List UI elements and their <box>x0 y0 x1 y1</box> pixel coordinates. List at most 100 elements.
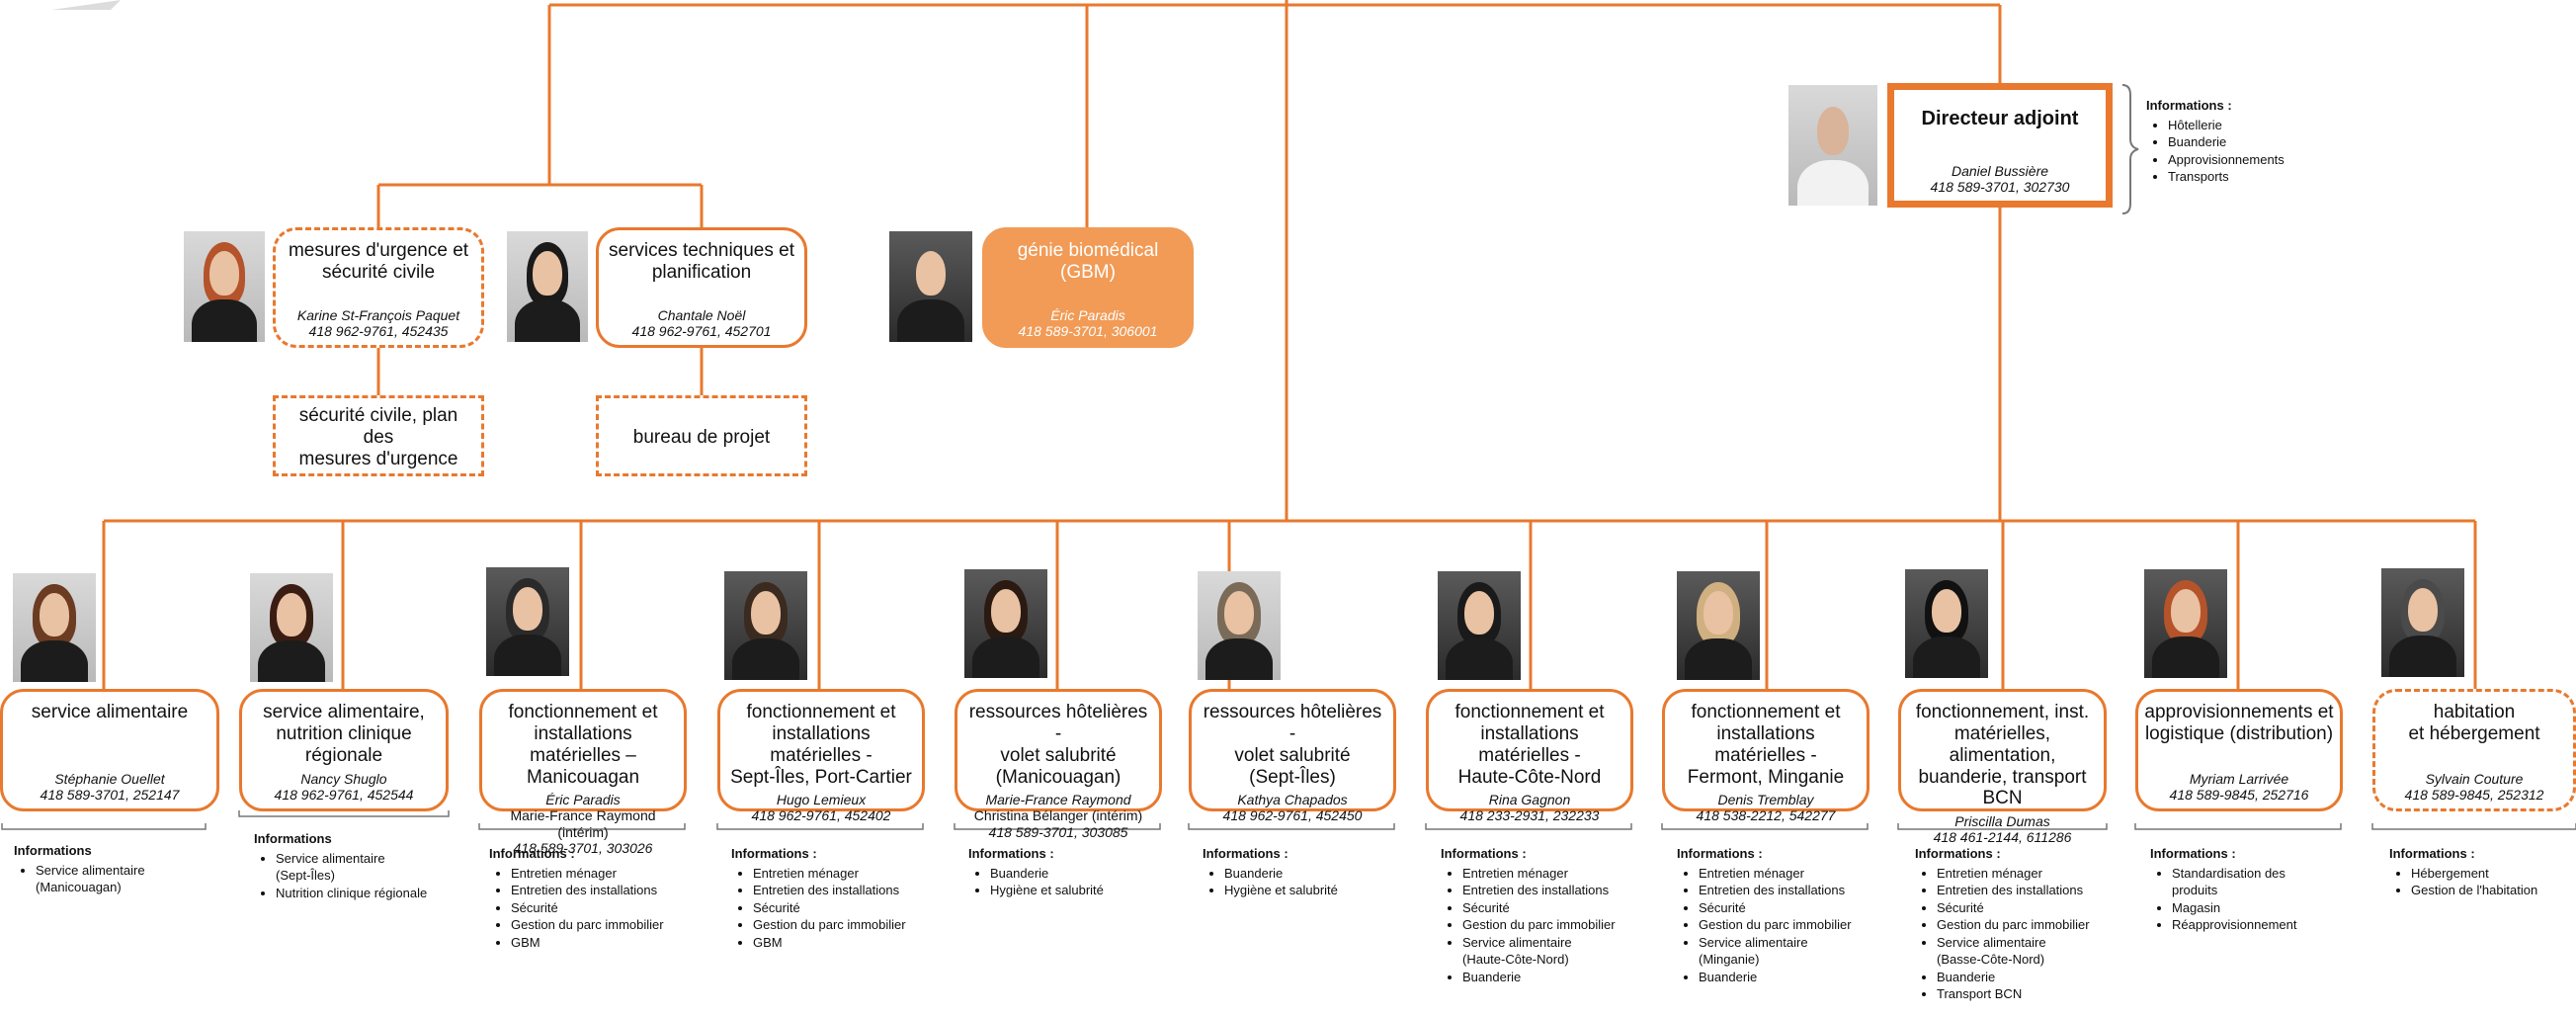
service-info: Informations :Entretien ménagerEntretien… <box>489 845 664 951</box>
director-box[interactable]: Directeur adjoint Daniel Bussière 418 58… <box>1887 83 2113 208</box>
service-title: service alimentaire, nutrition clinique … <box>263 702 425 766</box>
corner-decoration <box>51 0 121 10</box>
service-phone: 418 589-9845, 252312 <box>2404 786 2544 803</box>
service-box[interactable]: fonctionnement et installations matériel… <box>479 689 687 856</box>
service-box[interactable]: ressources hôtelières - volet salubrité … <box>955 689 1162 840</box>
info-item: Buanderie <box>1462 969 1616 986</box>
service-person: Sylvain Couture <box>2425 770 2524 787</box>
service-info: Informations :BuanderieHygiène et salubr… <box>968 845 1104 899</box>
unit-title: services techniques et planification <box>609 240 794 283</box>
service-person: Stéphanie Ouellet <box>54 770 165 787</box>
director-photo <box>1788 85 1877 206</box>
service-box[interactable]: fonctionnement et installations matériel… <box>1662 689 1870 823</box>
info-item: Entretien ménager <box>1937 865 2090 883</box>
info-item: Sécurité <box>1937 899 2090 917</box>
info-title: Informations : <box>2389 846 2475 861</box>
service-interim: Marie-France Raymond (intérim) <box>510 807 656 840</box>
info-title: Informations : <box>1677 846 1763 861</box>
info-item: Service alimentaire (Minganie) <box>1699 934 1852 969</box>
service-info: Informations : HébergementGestion de l'ha… <box>2389 845 2537 899</box>
unit-photo <box>889 231 972 342</box>
service-photo <box>1677 571 1760 680</box>
service-box[interactable]: approvisionnements et logistique (distri… <box>2135 689 2343 811</box>
unit-box-services-techniques[interactable]: services techniques et planification Cha… <box>596 227 807 348</box>
service-title: ressources hôtelières - volet salubrité … <box>1203 702 1382 788</box>
service-photo <box>1198 571 1281 680</box>
service-photo <box>964 569 1047 678</box>
service-person: Kathya Chapados <box>1237 792 1348 808</box>
info-title: Informations <box>254 831 332 846</box>
info-item: GBM <box>753 934 906 952</box>
service-phone: 418 461-2144, 611286 <box>1933 829 2072 846</box>
info-item: Gestion de l'habitation <box>2411 882 2537 899</box>
service-box[interactable]: fonctionnement, inst. matérielles, alime… <box>1898 689 2107 845</box>
info-item: Buanderie <box>1224 865 1338 883</box>
service-person: Denis Tremblay <box>1717 792 1814 808</box>
director-title: Directeur adjoint <box>1921 108 2079 129</box>
service-box[interactable]: service alimentaire, nutrition clinique … <box>239 689 449 811</box>
director-phone: 418 589-3701, 302730 <box>1930 178 2070 195</box>
subunit-box-securite-civile[interactable]: sécurité civile, plan des mesures d'urge… <box>273 395 484 476</box>
director-info: Informations : Hôtellerie Buanderie Appr… <box>2146 97 2285 186</box>
unit-title: mesures d'urgence et sécurité civile <box>288 240 469 283</box>
info-item: Entretien ménager <box>1699 865 1852 883</box>
service-photo <box>486 567 569 676</box>
service-box[interactable]: ressources hôtelières - volet salubrité … <box>1189 689 1396 823</box>
unit-title: génie biomédical (GBM) <box>1017 240 1159 283</box>
service-title: fonctionnement et installations matériel… <box>1687 702 1845 788</box>
service-phone: 418 233-2931, 232233 <box>1459 807 1600 824</box>
service-box[interactable]: fonctionnement et installations matériel… <box>1426 689 1633 823</box>
info-item: Sécurité <box>1462 899 1616 917</box>
info-item: Sécurité <box>1699 899 1852 917</box>
service-photo <box>724 571 807 680</box>
service-box[interactable]: fonctionnement et installations matériel… <box>717 689 925 823</box>
info-item: Entretien des installations <box>511 882 664 899</box>
info-title: Informations : <box>1203 846 1288 861</box>
info-title: Informations : <box>731 846 817 861</box>
info-title: Informations <box>14 843 92 858</box>
info-item: Magasin <box>2172 899 2296 917</box>
info-item: Gestion du parc immobilier <box>1699 916 1852 934</box>
subunit-box-bureau-projet[interactable]: bureau de projet <box>596 395 807 476</box>
info-title: Informations : <box>968 846 1054 861</box>
service-photo <box>13 573 96 682</box>
service-info: Informations :Entretien ménagerEntretien… <box>1677 845 1852 985</box>
service-title: fonctionnement et installations matériel… <box>1454 702 1605 788</box>
director-name: Daniel Bussière <box>1951 162 2049 179</box>
service-phone: 418 589-9845, 252716 <box>2169 786 2309 803</box>
service-phone: 418 589-3701, 303026 <box>513 839 653 856</box>
info-item: Sécurité <box>511 899 664 917</box>
info-item: Buanderie <box>1937 969 2090 986</box>
info-item: Hébergement <box>2411 865 2537 883</box>
info-item: Buanderie <box>990 865 1104 883</box>
info-item: Entretien ménager <box>511 865 664 883</box>
info-item: Entretien ménager <box>1462 865 1616 883</box>
unit-person: Karine St-François Paquet <box>296 306 460 323</box>
info-title: Informations : <box>2150 846 2236 861</box>
service-photo <box>250 573 333 682</box>
unit-photo <box>507 231 588 342</box>
info-item: Nutrition clinique régionale <box>276 885 427 902</box>
info-item: Standardisation des produits <box>2172 865 2296 899</box>
service-title: fonctionnement et installations matériel… <box>730 702 912 788</box>
service-photo <box>1905 569 1988 678</box>
info-title: Informations : <box>1441 846 1527 861</box>
service-info: InformationsService alimentaire (Manicou… <box>14 842 145 896</box>
service-photo <box>2381 568 2464 677</box>
service-phone: 418 962-9761, 452402 <box>751 807 891 824</box>
service-person: Nancy Shuglo <box>300 770 387 787</box>
service-person: Rina Gagnon <box>1488 792 1571 808</box>
service-phone: 418 589-3701, 252147 <box>40 786 180 803</box>
service-title: fonctionnement et installations matériel… <box>508 702 658 788</box>
info-item: Hygiène et salubrité <box>1224 882 1338 899</box>
unit-box-genie-biomedical[interactable]: génie biomédical (GBM) Éric Paradis 418 … <box>982 227 1194 348</box>
info-item: Buanderie <box>2168 133 2285 151</box>
info-item: Gestion du parc immobilier <box>1937 916 2090 934</box>
info-item: Entretien des installations <box>753 882 906 899</box>
info-item: Sécurité <box>753 899 906 917</box>
unit-box-mesures-urgence[interactable]: mesures d'urgence et sécurité civile Kar… <box>273 227 484 348</box>
service-info: Informations :Entretien ménagerEntretien… <box>731 845 906 951</box>
unit-phone: 418 962-9761, 452435 <box>308 322 449 339</box>
